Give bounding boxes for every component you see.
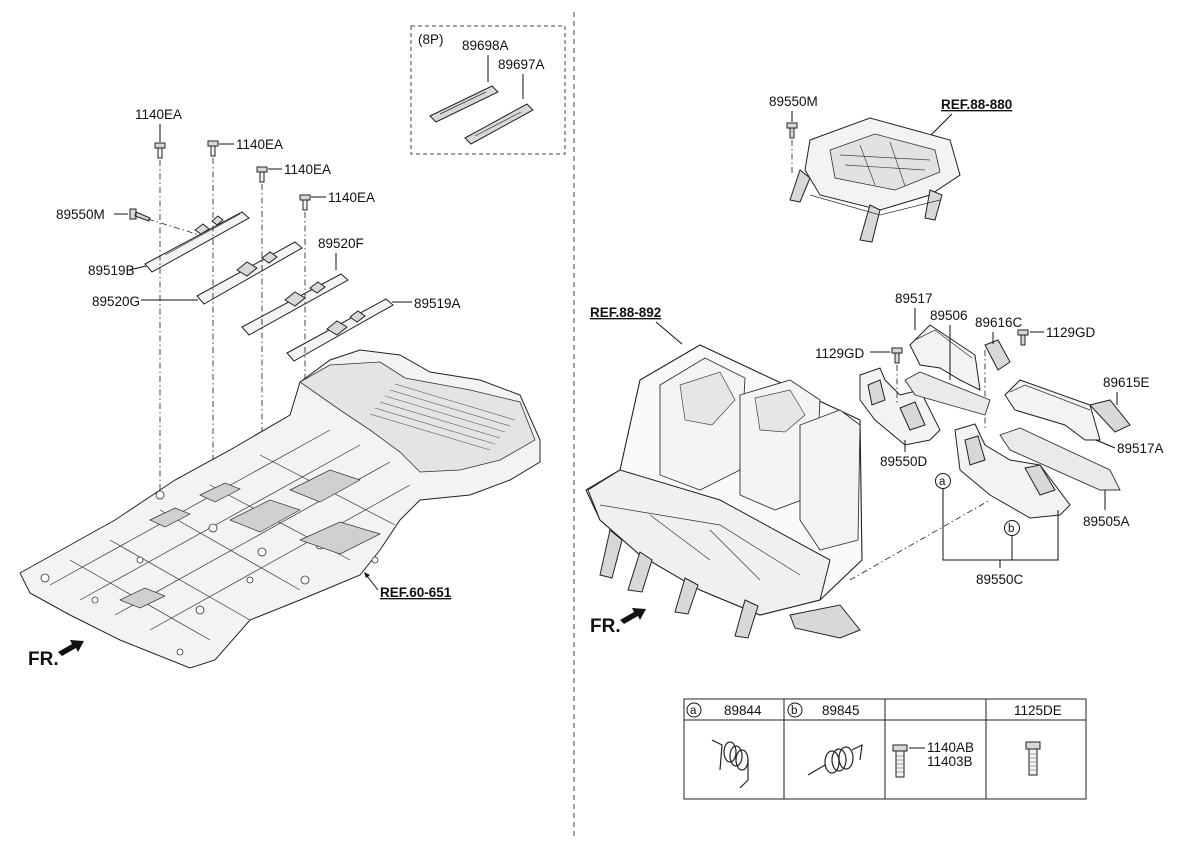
callout-89550m-right: 89550M <box>769 94 818 109</box>
leader-line <box>927 113 953 139</box>
callout-89506: 89506 <box>930 308 968 323</box>
marker-b: b <box>1004 520 1020 536</box>
assembly-line <box>849 499 991 581</box>
table-col-a: a 89844 <box>686 702 762 789</box>
table-col-b: b 89845 <box>787 702 863 776</box>
callout-1140ea-1: 1140EA <box>135 107 182 122</box>
hinge-bracket-89550c <box>954 350 1071 519</box>
callout-89517: 89517 <box>895 291 933 306</box>
left-panel: (8P) 89698A 89697A 1140EA 1140EA 1 <box>19 25 566 670</box>
bolt-icon <box>207 140 219 157</box>
table-col-bolt: 1140AB 11403B <box>892 740 974 778</box>
kit-part-89698a: 89698A <box>462 38 509 53</box>
marker-b-table <box>787 702 803 718</box>
torsion-spring-icon <box>807 743 863 776</box>
trim-strip-89697a <box>464 103 534 145</box>
right-panel: 89550M REF.88-880 REF.88-892 <box>585 94 1164 639</box>
callout-89615e: 89615E <box>1103 375 1150 390</box>
table-part-89844: 89844 <box>724 703 762 718</box>
leader-line <box>366 575 379 591</box>
hex-bolt-icon <box>1025 741 1041 750</box>
arrow-icon <box>364 572 370 578</box>
table-part-1125de: 1125DE <box>1014 703 1062 718</box>
cover-89615e <box>1089 399 1131 433</box>
callout-89550d: 89550D <box>880 454 928 469</box>
cover-89517 <box>909 324 981 391</box>
callout-89550c: 89550C <box>976 572 1024 587</box>
kit-box-label: (8P) <box>418 32 444 47</box>
rail-89519b <box>144 211 250 273</box>
bolt-icon <box>256 166 268 183</box>
table-marker-a: a <box>690 705 697 717</box>
kit-box-frame <box>410 25 566 155</box>
screw-icon <box>129 208 151 222</box>
ref-88-880: REF.88-880 <box>941 97 1012 112</box>
ref-88-892: REF.88-892 <box>590 305 661 320</box>
seat-rails <box>144 211 394 362</box>
kit-part-89697a: 89697A <box>498 57 545 72</box>
svg-text:b: b <box>1008 523 1014 535</box>
callout-1140ea-2: 1140EA <box>236 137 283 152</box>
callout-89520g: 89520G <box>92 294 140 309</box>
callout-89517a: 89517A <box>1117 441 1164 456</box>
callout-89550m-left: 89550M <box>56 207 105 222</box>
floor-pan <box>19 349 541 669</box>
callout-1140ea-3: 1140EA <box>284 162 331 177</box>
front-arrow-icon <box>620 608 646 624</box>
table-part-11403b: 11403B <box>927 754 973 769</box>
marker-a-table <box>686 702 702 718</box>
bolt-icon <box>154 142 166 159</box>
table-marker-b: b <box>791 705 797 717</box>
spring-icon <box>711 739 749 789</box>
rear-bench-seat <box>585 344 863 639</box>
callout-89519b: 89519B <box>88 263 135 278</box>
table-part-89845: 89845 <box>822 703 860 718</box>
leader-line <box>655 321 683 345</box>
callout-1129gd-left: 1129GD <box>815 346 865 361</box>
callout-1129gd-right: 1129GD <box>1046 325 1096 340</box>
marker-a: a <box>935 473 951 489</box>
kit-box: (8P) 89698A 89697A <box>410 25 566 155</box>
leader-line <box>128 265 147 271</box>
front-arrow-icon <box>58 640 84 656</box>
front-label-left: FR. <box>28 649 59 670</box>
assembly-lines <box>159 158 306 578</box>
bolt-group-1140ea: 1140EA 1140EA 1140EA 1140EA <box>135 107 375 211</box>
ref-60-651: REF.60-651 <box>380 585 452 600</box>
callout-1140ea-4: 1140EA <box>328 190 375 205</box>
parts-table: a 89844 b 89845 <box>683 698 1087 800</box>
trim-strip-89698a <box>429 85 499 123</box>
strip-detail <box>439 91 522 137</box>
leader-line <box>1095 439 1116 449</box>
svg-text:a: a <box>939 476 946 488</box>
callout-89520f: 89520F <box>318 236 364 251</box>
bolt-icon <box>786 122 798 139</box>
bolt-icon <box>1017 329 1029 346</box>
assembly-line <box>147 218 207 238</box>
callout-89616c: 89616C <box>975 315 1023 330</box>
cover-89506 <box>904 371 991 416</box>
callout-89519a: 89519A <box>414 296 461 311</box>
bolt-icon <box>891 347 903 364</box>
table-col-1125de: 1125DE <box>1014 703 1062 776</box>
bolt-icon <box>299 194 311 211</box>
callout-89505a: 89505A <box>1083 514 1130 529</box>
table-part-1140ab: 1140AB <box>927 740 974 755</box>
seat-frame-assembly <box>789 117 961 243</box>
flange-bolt-icon <box>892 744 908 752</box>
cover-89517a <box>1004 379 1101 441</box>
hinge-bracket-89550d <box>859 367 941 446</box>
cover-89616c <box>984 339 1011 371</box>
front-label-right: FR. <box>590 616 621 637</box>
cover-89505a <box>999 427 1121 491</box>
